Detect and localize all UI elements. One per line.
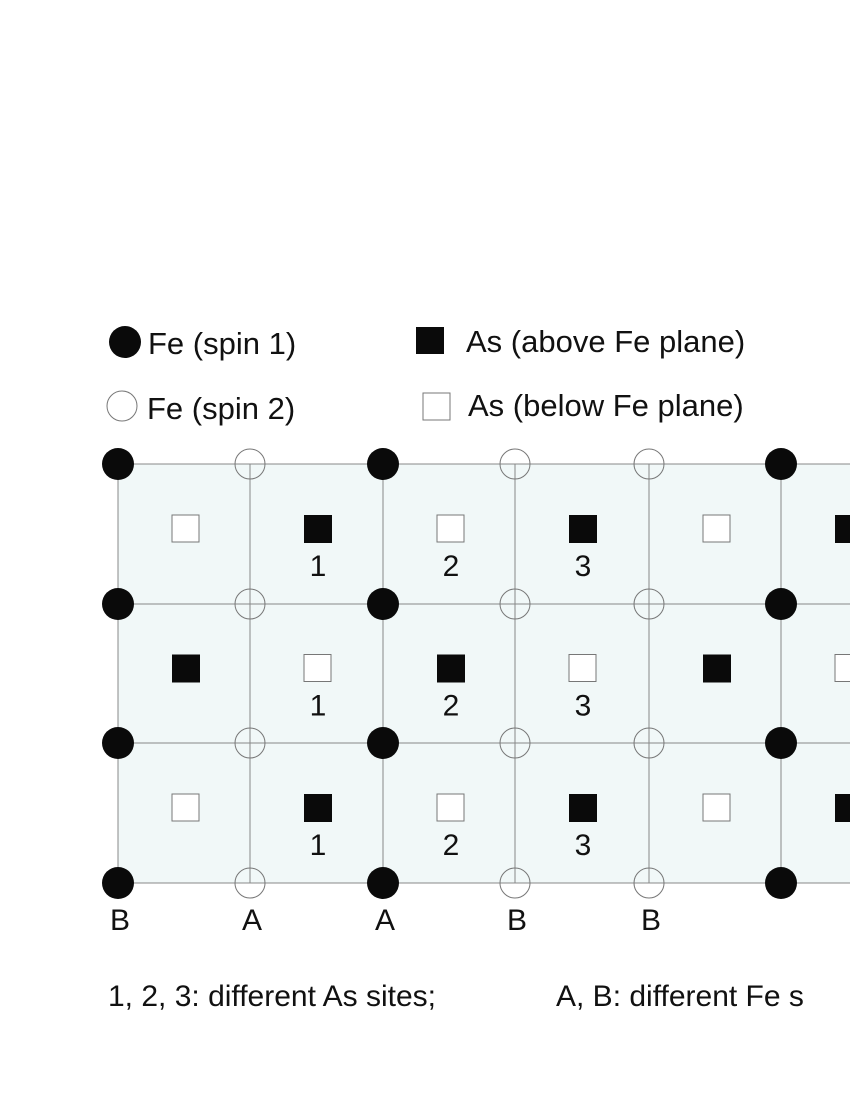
as-site-above: [835, 794, 850, 822]
fe-site-spin1: [367, 588, 399, 620]
fe-site-spin1: [765, 448, 797, 480]
as-site-above: [703, 654, 731, 683]
fe-site-spin2: [499, 588, 531, 620]
as-site-number: 2: [443, 690, 460, 723]
as-sites-note: 1, 2, 3: different As sites;: [108, 980, 436, 1013]
fe-site-label: A: [375, 904, 395, 937]
fe-site-spin2: [499, 727, 531, 759]
lattice-background: [118, 464, 850, 883]
as-site-number: 2: [443, 550, 460, 583]
legend-fe-spin1-marker: [109, 326, 141, 358]
as-site-above: [569, 515, 597, 543]
fe-site-spin2: [499, 448, 531, 480]
fe-site-spin1: [367, 727, 399, 759]
fe-site-spin1: [367, 867, 399, 899]
legend-as-below-label: As (below Fe plane): [468, 388, 744, 423]
fe-site-spin2: [633, 867, 665, 899]
legend: Fe (spin 1) Fe (spin 2) As (above Fe pla…: [106, 324, 745, 426]
legend-as-above-label: As (above Fe plane): [466, 324, 745, 359]
fe-site-label: B: [110, 904, 130, 937]
fe-site-spin1: [102, 867, 134, 899]
as-site-above: [172, 654, 200, 683]
as-site-above: [437, 654, 465, 683]
legend-fe-spin2-marker: [106, 390, 138, 422]
as-site-number: 3: [575, 690, 592, 723]
fe-site-spin2: [234, 867, 266, 899]
fe-site-spin1: [765, 727, 797, 759]
fe-site-spin1: [102, 727, 134, 759]
as-site-above: [304, 515, 332, 543]
fe-site-label: B: [641, 904, 661, 937]
fe-sites-note: A, B: different Fe s: [556, 980, 804, 1013]
as-site-below: [436, 793, 465, 822]
fe-site-label: A: [242, 904, 262, 937]
footer-notes: 1, 2, 3: different As sites; A, B: diffe…: [108, 980, 804, 1013]
fe-site-spin1: [102, 448, 134, 480]
as-site-above: [569, 794, 597, 822]
as-site-below: [303, 654, 332, 682]
legend-as-above-marker: [416, 327, 444, 354]
as-site-below: [702, 793, 731, 822]
fe-site-spin1: [102, 588, 134, 620]
fe-site-spin2: [234, 727, 266, 759]
legend-as-below-marker: [422, 392, 451, 421]
as-site-number: 2: [443, 829, 460, 862]
fe-site-spin2: [633, 727, 665, 759]
as-site-below: [834, 654, 850, 682]
fe-site-spin2: [499, 867, 531, 899]
as-site-above: [304, 794, 332, 822]
as-site-below: [568, 654, 597, 682]
fe-site-spin1: [765, 588, 797, 620]
as-site-number: 3: [575, 550, 592, 583]
fe-site-label: B: [507, 904, 527, 937]
fe-site-spin2: [633, 588, 665, 620]
as-site-number: 1: [310, 829, 327, 862]
legend-fe-spin2-label: Fe (spin 2): [147, 391, 295, 426]
fe-site-spin2: [633, 448, 665, 480]
fe-site-spin2: [234, 448, 266, 480]
as-site-number: 3: [575, 829, 592, 862]
as-site-number: 1: [310, 690, 327, 723]
as-site-number: 1: [310, 550, 327, 583]
fe-site-spin2: [234, 588, 266, 620]
legend-fe-spin1-label: Fe (spin 1): [148, 326, 296, 361]
as-site-below: [171, 514, 200, 543]
as-site-below: [436, 514, 465, 543]
fe-site-spin1: [367, 448, 399, 480]
fe-site-spin1: [765, 867, 797, 899]
as-site-below: [171, 793, 200, 822]
as-site-above: [835, 515, 850, 543]
as-site-below: [702, 514, 731, 543]
lattice-grid: 1 2 3 1 2 3 1 2 3B A A B B: [102, 448, 850, 937]
